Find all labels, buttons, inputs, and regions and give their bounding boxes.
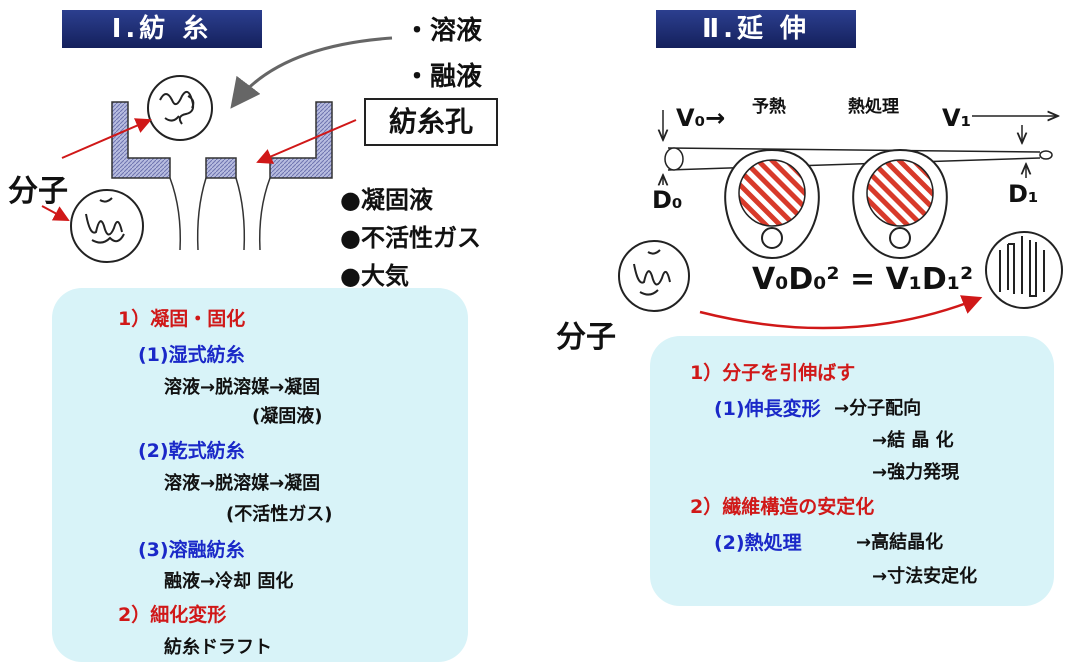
feed-arrow [230,36,393,109]
molecule-random-circle [70,189,144,263]
spinning-notes-box [52,288,468,662]
draw-h1: 1）分子を引伸ばす [690,362,856,384]
spin-s1-line1: 溶液→脱溶媒→凝固 [164,377,321,398]
draw-s2-r1: →高結晶化 [856,532,944,553]
draw-s1-title: (1)伸長変形 [714,398,821,420]
v0-label: V₀→ [676,104,726,132]
spinning-header: Ⅰ.紡 糸 [62,10,262,48]
molecule-melt-circle [147,75,213,141]
molecule-label-right: 分子 [556,320,616,355]
draw-s2-title: (2)熱処理 [714,532,802,554]
spin-s2-line1: 溶液→脱溶媒→凝固 [164,473,321,494]
drawing-notes-box [650,336,1054,606]
draw-s1-r1: →分子配向 [834,398,922,419]
spin-h2-line: 紡糸ドラフト [164,637,272,658]
input-melt: ・融液 [404,62,483,92]
draw-h2: 2）繊維構造の安定化 [690,496,875,518]
preheat-label: 予熱 [752,97,786,117]
draw-s1-r3: →強力発現 [872,462,960,483]
spin-h1: 1）凝固・固化 [118,308,246,330]
spinneret [111,101,333,179]
diameter-markers [663,110,1058,185]
molecule-arrows-left [41,118,357,221]
input-solution: ・溶液 [404,16,483,46]
medium-air: ●大気 [340,262,409,290]
molecule-label-left: 分子 [8,174,68,209]
orientation-arrow [699,295,983,330]
v1-label: V₁ [942,104,972,132]
nozzle-label: 紡糸孔 [364,98,498,146]
spin-s1-line2: (凝固液) [252,406,323,427]
drawing-header: Ⅱ.延 伸 [656,10,856,48]
spin-h2: 2）細化変形 [118,604,227,626]
d0-label: D₀ [652,186,683,214]
molecule-random-circle-right [618,240,690,312]
extruded-fibers [169,177,271,251]
d1-label: D₁ [1008,180,1039,208]
spin-s2-title: (2)乾式紡糸 [138,440,245,462]
heat-treatment-label: 熱処理 [848,97,899,117]
spin-s3-title: (3)溶融紡糸 [138,539,245,561]
medium-inert-gas: ●不活性ガス [340,224,481,252]
spin-s1-title: (1)湿式紡糸 [138,344,245,366]
molecule-oriented-circle [985,231,1063,309]
draw-s2-r2: →寸法安定化 [872,566,978,587]
draw-equation: V₀D₀² = V₁D₁² [752,262,974,297]
draw-rolls [664,147,1053,260]
medium-coagulant: ●凝固液 [340,186,433,214]
spin-s2-line2: (不活性ガス) [226,504,333,525]
spin-s3-line1: 融液→冷却 固化 [164,571,294,592]
draw-s1-r2: →結 晶 化 [872,430,954,451]
